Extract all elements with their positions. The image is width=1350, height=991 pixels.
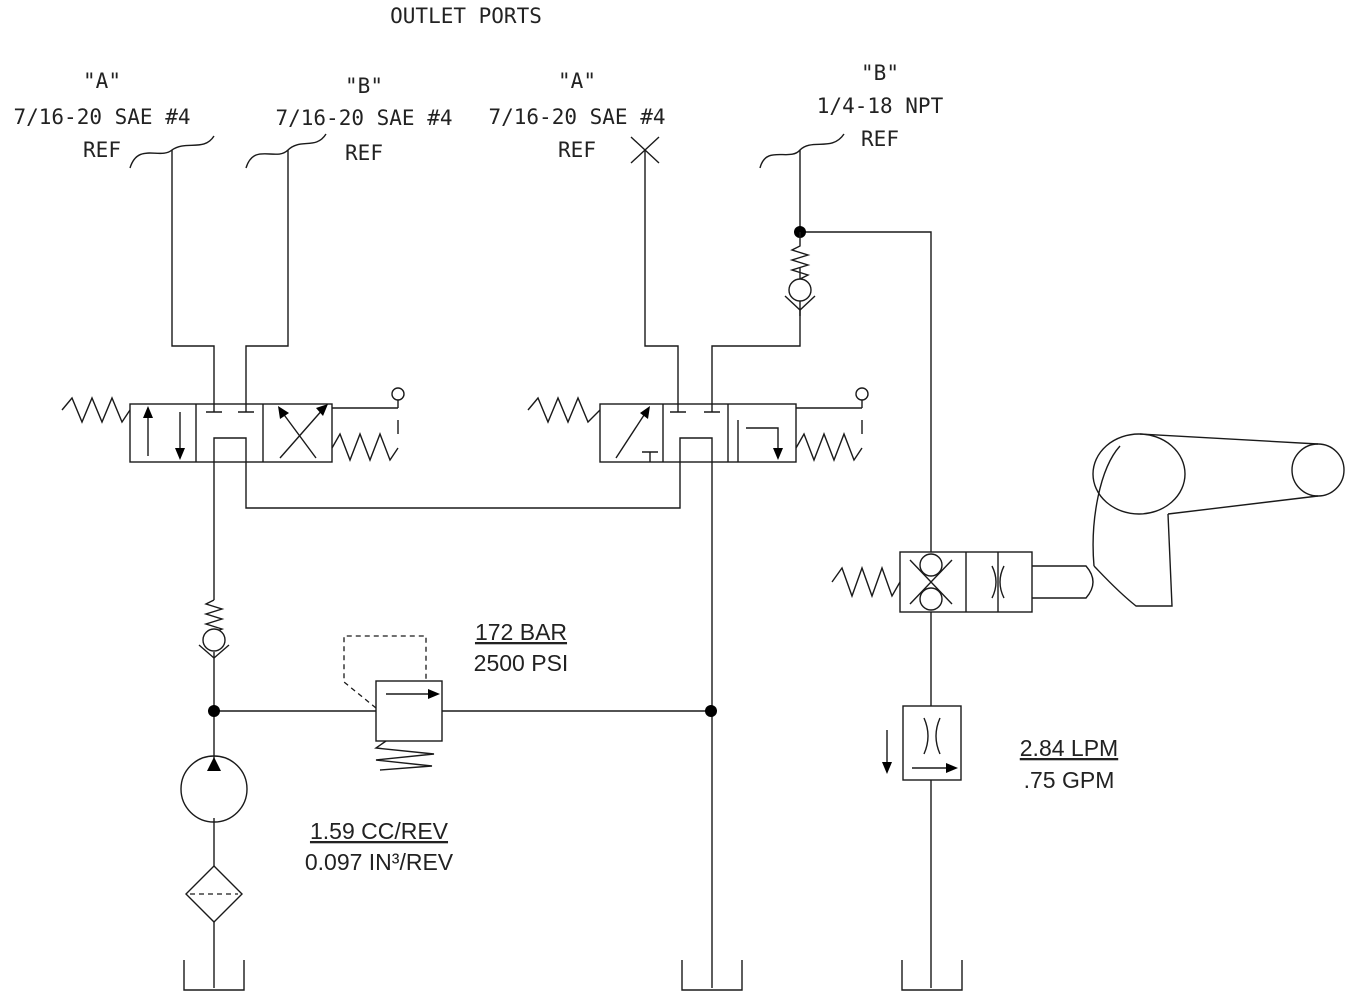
port-thread: 7/16-20 SAE #4 <box>488 105 665 129</box>
port-ref: REF <box>345 141 383 165</box>
flow-imperial: .75 GPM <box>1024 767 1115 793</box>
flow-metric: 2.84 LPM <box>1020 735 1118 761</box>
relief-valve <box>343 635 443 771</box>
cam-actuator <box>1092 433 1345 607</box>
tank-symbol-right <box>901 960 963 991</box>
pump-symbol <box>180 755 248 823</box>
relief-bar: 172 BAR <box>475 619 567 645</box>
port-thread: 1/4-18 NPT <box>817 94 944 118</box>
spring-symbol <box>331 432 399 462</box>
tank-symbol-center <box>681 960 743 991</box>
plugged-port-x <box>630 136 660 164</box>
directional-valve-right <box>527 387 869 463</box>
junction-dot <box>208 705 220 717</box>
pump-imperial: 0.097 IN³/REV <box>305 849 454 875</box>
lever-check-valve <box>831 551 1094 613</box>
port-label-b-right: "B" 1/4-18 NPT REF <box>817 61 944 151</box>
flow-control <box>882 705 962 781</box>
directional-valve-left <box>61 387 405 463</box>
port-label-a-right: "A" 7/16-20 SAE #4 REF <box>488 69 665 162</box>
port-thread: 7/16-20 SAE #4 <box>13 105 190 129</box>
check-valve-top <box>784 232 816 316</box>
spring-symbol <box>61 396 131 424</box>
relief-spec: 172 BAR 2500 PSI <box>474 619 569 676</box>
port-ref: REF <box>83 138 121 162</box>
port-letter: "A" <box>83 69 121 93</box>
port-letter: "B" <box>345 74 383 98</box>
port-leaders <box>129 133 845 169</box>
flow-spec: 2.84 LPM .75 GPM <box>1020 735 1118 793</box>
leader-b-right <box>759 133 845 169</box>
filter-symbol <box>185 865 243 923</box>
check-valve-lower <box>198 599 230 659</box>
diagram-title: OUTLET PORTS <box>390 4 542 28</box>
pump-metric: 1.59 CC/REV <box>310 818 449 844</box>
port-ref: REF <box>558 138 596 162</box>
piping <box>171 150 932 988</box>
junction-dot <box>705 705 717 717</box>
port-ref: REF <box>861 127 899 151</box>
port-label-b-left: "B" 7/16-20 SAE #4 REF <box>275 74 452 165</box>
port-letter: "B" <box>861 61 899 85</box>
pump-spec: 1.59 CC/REV 0.097 IN³/REV <box>305 818 454 875</box>
spring-symbol <box>831 565 901 599</box>
tank-symbol-left <box>183 960 245 991</box>
spring-symbol <box>795 432 863 462</box>
relief-psi: 2500 PSI <box>474 650 569 676</box>
port-thread: 7/16-20 SAE #4 <box>275 106 452 130</box>
leader-b-left <box>245 133 327 169</box>
port-label-a-left: "A" 7/16-20 SAE #4 REF <box>13 69 190 162</box>
spring-symbol <box>527 396 601 424</box>
port-letter: "A" <box>558 69 596 93</box>
